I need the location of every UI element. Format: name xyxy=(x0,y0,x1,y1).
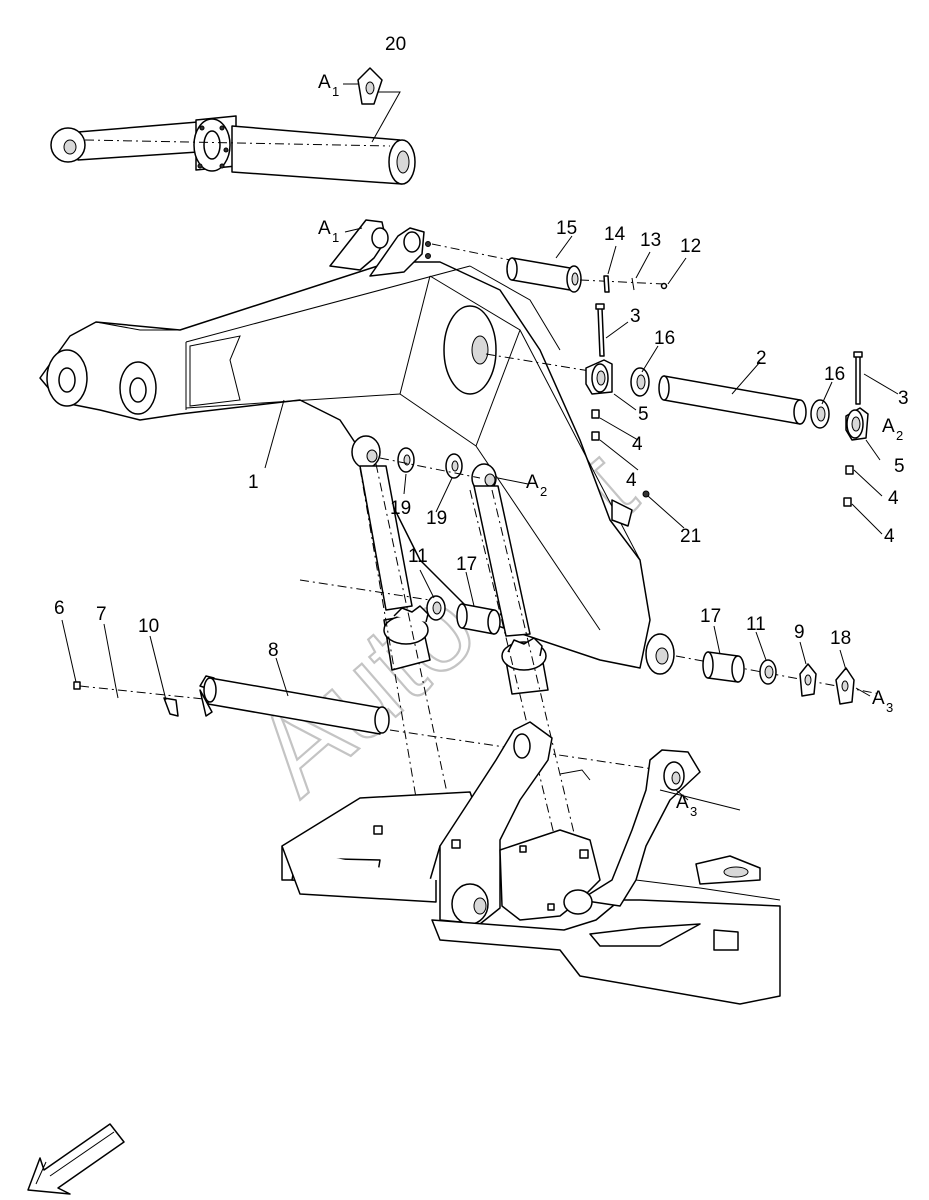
callout-6: 6 xyxy=(54,598,65,619)
ref-a1-boom: A 1 xyxy=(318,218,339,245)
callout-3-b: 3 xyxy=(898,388,909,409)
ref-a2-right: A 2 xyxy=(882,416,903,443)
washer-9[interactable] xyxy=(799,663,817,697)
bushing-17-left[interactable] xyxy=(456,603,501,635)
ref-a3-right: A 3 xyxy=(872,688,893,715)
bolt-3-right[interactable] xyxy=(853,351,863,405)
washer-20[interactable] xyxy=(357,67,383,105)
callout-10: 10 xyxy=(138,616,159,637)
pin-2[interactable] xyxy=(658,375,807,425)
callout-8: 8 xyxy=(268,640,279,661)
ref-a2-mid: A 2 xyxy=(526,472,547,499)
svg-text:A: A xyxy=(882,416,895,437)
washer-19-a[interactable] xyxy=(397,447,415,473)
ref-a3-frame: A 3 xyxy=(676,792,697,819)
callout-7: 7 xyxy=(96,604,107,625)
bushing-11-right[interactable] xyxy=(759,659,777,685)
callout-11-a: 11 xyxy=(408,546,428,567)
svg-text:2: 2 xyxy=(896,428,903,443)
spring-pin-14[interactable] xyxy=(603,275,610,293)
callout-4-d: 4 xyxy=(884,526,895,547)
callout-17-b: 17 xyxy=(700,606,721,627)
pin-8[interactable] xyxy=(199,675,390,735)
svg-text:1: 1 xyxy=(332,230,339,245)
washer-18[interactable] xyxy=(835,667,855,705)
callout-14: 14 xyxy=(604,224,626,245)
svg-text:2: 2 xyxy=(540,484,547,499)
callout-4-c: 4 xyxy=(888,488,899,509)
svg-text:3: 3 xyxy=(886,700,893,715)
svg-text:A: A xyxy=(872,688,885,709)
callout-12: 12 xyxy=(680,236,701,257)
callout-13: 13 xyxy=(640,230,661,251)
callout-17-a: 17 xyxy=(456,554,477,575)
nut-4-right-b[interactable] xyxy=(843,497,852,507)
lift-cylinder-right[interactable] xyxy=(473,485,549,695)
callout-19-b: 19 xyxy=(426,508,447,529)
bolt-12[interactable] xyxy=(660,282,668,290)
bolt-3-left[interactable] xyxy=(595,303,605,357)
callout-5-a: 5 xyxy=(638,404,649,425)
nut-4-right-a[interactable] xyxy=(845,465,854,475)
callout-19-a: 19 xyxy=(390,498,411,519)
nut-4-left-a[interactable] xyxy=(591,409,600,419)
callout-3-a: 3 xyxy=(630,306,641,327)
callout-16-a: 16 xyxy=(654,328,675,349)
bolt-6[interactable] xyxy=(73,681,81,690)
ref-a1-top: A 1 xyxy=(318,72,339,99)
callout-4-a: 4 xyxy=(632,434,643,455)
svg-text:A: A xyxy=(318,72,331,93)
callout-18: 18 xyxy=(830,628,851,649)
callout-2: 2 xyxy=(756,348,767,369)
callout-21: 21 xyxy=(680,526,701,547)
callout-5-b: 5 xyxy=(894,456,905,477)
callout-20: 20 xyxy=(385,34,406,55)
callout-11-b: 11 xyxy=(746,614,766,635)
nut-4-left-b[interactable] xyxy=(591,431,600,441)
callout-1: 1 xyxy=(248,472,259,493)
cylinder-rod-end-left[interactable] xyxy=(351,435,381,469)
callout-9: 9 xyxy=(794,622,805,643)
plate-10[interactable] xyxy=(163,697,179,717)
svg-text:3: 3 xyxy=(690,804,697,819)
washer-16-left[interactable] xyxy=(630,367,650,397)
boom-cylinder-top[interactable] xyxy=(50,115,416,185)
washer-13[interactable] xyxy=(631,277,635,291)
upper-frame[interactable] xyxy=(281,721,781,1005)
lift-cylinder-left[interactable] xyxy=(359,465,431,671)
pin-15[interactable] xyxy=(506,257,582,293)
svg-text:1: 1 xyxy=(332,84,339,99)
cylinder-rod-end-right[interactable] xyxy=(471,463,497,493)
callout-4-b: 4 xyxy=(626,470,637,491)
callout-16-b: 16 xyxy=(824,364,845,385)
bushing-5-left[interactable] xyxy=(585,359,613,395)
washer-7[interactable] xyxy=(115,687,119,699)
svg-text:A: A xyxy=(318,218,331,239)
callout-15: 15 xyxy=(556,218,577,239)
bushing-5-right[interactable] xyxy=(845,407,869,441)
washer-16-right[interactable] xyxy=(810,399,830,429)
bushing-17-right[interactable] xyxy=(702,651,745,683)
svg-text:A: A xyxy=(526,472,539,493)
bushing-11-left[interactable] xyxy=(426,595,446,621)
front-direction-arrow-icon xyxy=(27,1123,125,1195)
svg-text:A: A xyxy=(676,792,689,813)
